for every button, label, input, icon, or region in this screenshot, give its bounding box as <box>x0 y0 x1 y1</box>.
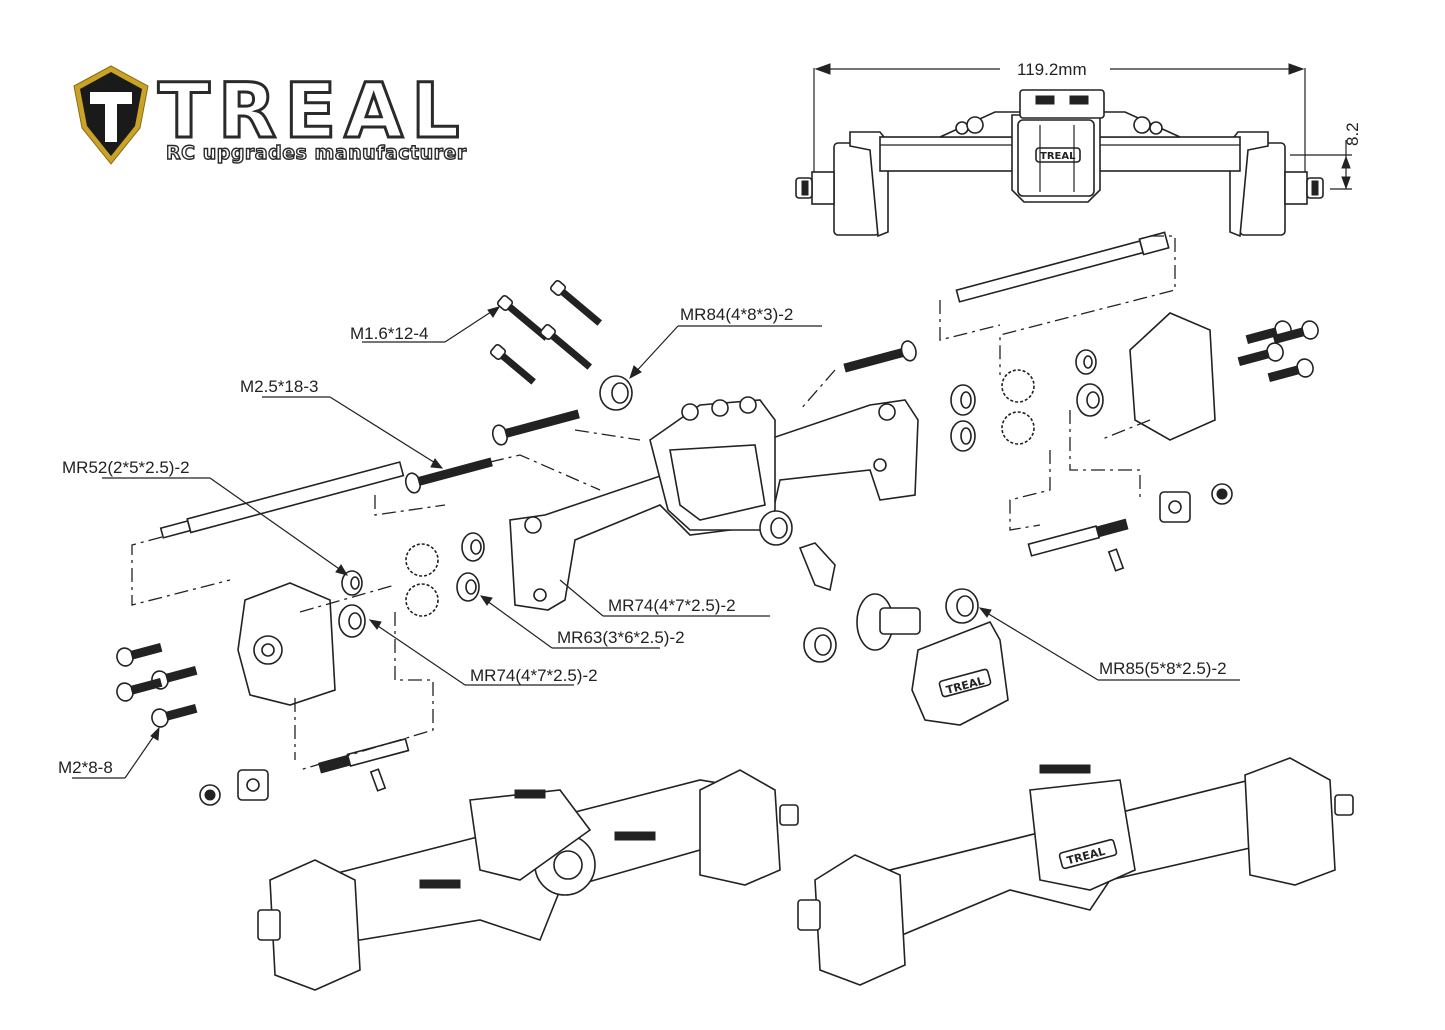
label-m2-screw: M2*8-8 <box>58 758 113 777</box>
height-dimension-label: 8.2 <box>1343 122 1362 146</box>
assembled-axle-open <box>257 769 799 991</box>
assembled-axle-covered: TREAL <box>797 757 1354 986</box>
cover-badge: TREAL <box>1040 151 1076 162</box>
shield-t-letter <box>90 92 132 142</box>
label-m16-screw: M1.6*12-4 <box>350 324 428 343</box>
label-mr52-bearing: MR52(2*5*2.5)-2 <box>62 458 190 477</box>
exploded-view: TREAL <box>116 231 1319 806</box>
treal-logo: TREAL RC upgrades manufacturer <box>73 65 468 165</box>
label-m25-screw: M2.5*18-3 <box>240 377 318 396</box>
m16-screws <box>489 279 602 385</box>
brand-name: TREAL <box>158 66 468 155</box>
part-callouts: M1.6*12-4 MR84(4*8*3)-2 M2.5*18-3 MR52(2… <box>58 305 1240 779</box>
label-mr63-bearing: MR63(3*6*2.5)-2 <box>557 628 685 647</box>
label-mr74-bearing-upper: MR74(4*7*2.5)-2 <box>608 596 736 615</box>
label-mr84-bearing: MR84(4*8*3)-2 <box>680 305 793 324</box>
label-mr74-bearing-lower: MR74(4*7*2.5)-2 <box>470 666 598 685</box>
brand-tagline: RC upgrades manufacturer <box>166 142 467 164</box>
width-dimension-label: 119.2mm <box>1017 60 1087 79</box>
axle-front-view: 119.2mm 8.2 TREAL <box>795 60 1362 238</box>
label-mr85-bearing: MR85(5*8*2.5)-2 <box>1099 659 1227 678</box>
